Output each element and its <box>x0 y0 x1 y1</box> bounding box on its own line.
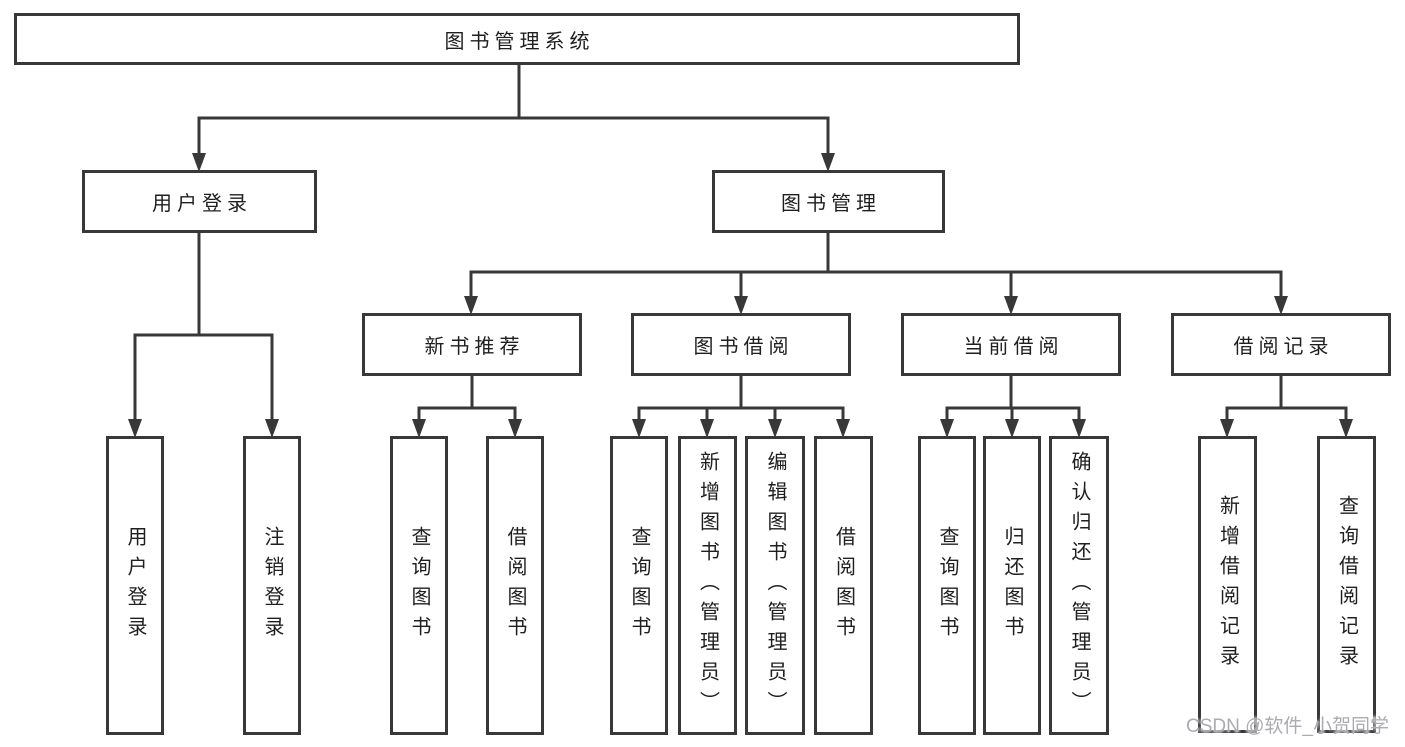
node-book-borrowing: 图书借阅 <box>631 313 851 376</box>
leaf-add-books-admin: 新增图书（管理员） <box>678 436 737 735</box>
connector-book-management-children <box>469 231 1283 300</box>
connector-user-login-children <box>133 231 274 423</box>
leaf-borrow-books-recommend: 借阅图书 <box>486 436 544 735</box>
connector-borrowing-records-children <box>1225 374 1348 423</box>
leaf-query-books-current: 查询图书 <box>918 436 976 735</box>
node-borrowing-records: 借阅记录 <box>1171 313 1391 376</box>
leaf-borrow-books-borrowing: 借阅图书 <box>814 436 873 735</box>
connector-root-to-level2 <box>197 63 830 157</box>
leaf-add-borrowing-record: 新增借阅记录 <box>1198 436 1257 733</box>
leaf-return-books: 归还图书 <box>983 436 1041 735</box>
leaf-query-borrowing-record: 查询借阅记录 <box>1317 436 1376 733</box>
node-book-management: 图书管理 <box>712 170 945 233</box>
node-current-borrowing: 当前借阅 <box>901 313 1121 376</box>
node-new-book-recommendation: 新书推荐 <box>362 313 582 376</box>
connector-new-book-recommendation-children <box>417 374 517 423</box>
leaf-confirm-return-admin: 确认归还（管理员） <box>1049 436 1109 735</box>
node-library-system: 图书管理系统 <box>14 13 1020 65</box>
node-user-login: 用户登录 <box>82 170 317 233</box>
csdn-watermark: CSDN @软件_小贺同学 <box>1186 716 1389 737</box>
connector-book-borrowing-children <box>637 374 845 423</box>
leaf-query-books-borrowing: 查询图书 <box>610 436 668 735</box>
leaf-query-books-recommend: 查询图书 <box>390 436 448 735</box>
leaf-logout: 注销登录 <box>243 436 301 735</box>
leaf-user-login: 用户登录 <box>106 436 164 735</box>
connector-current-borrowing-children <box>945 374 1081 423</box>
leaf-edit-books-admin: 编辑图书（管理员） <box>745 436 805 735</box>
